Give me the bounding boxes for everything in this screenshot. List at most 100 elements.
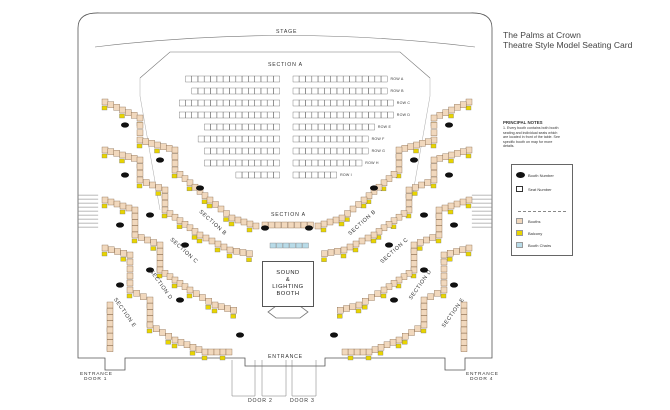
seat [343, 123, 350, 131]
balcony-seat [171, 343, 178, 349]
balcony-seat [126, 293, 133, 299]
seat [229, 147, 236, 155]
booth-marker [121, 122, 129, 128]
seat [210, 135, 217, 143]
booth-left-d [144, 236, 151, 244]
booth-left-e [126, 251, 134, 259]
booth-left-b [165, 145, 173, 152]
seat [179, 99, 186, 107]
seat [235, 135, 243, 143]
booth-right-e [420, 315, 428, 322]
booth-left-c [107, 148, 115, 155]
seat [311, 159, 319, 167]
booth-left-c [149, 181, 156, 189]
seat [349, 147, 356, 155]
booth-left-e [146, 315, 154, 322]
seat [229, 135, 236, 143]
booth-right-c [385, 221, 393, 228]
seat [248, 111, 255, 119]
booth-marker [116, 282, 124, 288]
seat [260, 159, 268, 167]
booth-left-e [101, 244, 109, 252]
booth-left-d [113, 200, 121, 208]
booth-left-c [181, 221, 189, 228]
seat [362, 135, 369, 143]
balcony-seat [101, 203, 108, 209]
balcony-seat [370, 238, 377, 244]
booth-left-d [101, 196, 109, 204]
booth-right-d [374, 290, 381, 297]
balcony-seat [337, 314, 343, 319]
seat [311, 111, 319, 119]
booth-left-d [205, 298, 212, 305]
booth-left-e [133, 290, 140, 297]
seat [210, 75, 217, 83]
booth-right-d [362, 298, 369, 305]
booth-chair-center [269, 242, 277, 249]
booth-left-c [208, 237, 216, 245]
booth-left-c [226, 246, 234, 254]
booth-right-c [334, 248, 341, 255]
booth-right-f [460, 320, 468, 327]
seat [374, 75, 382, 83]
balcony-seat [395, 343, 402, 349]
seat [349, 159, 356, 167]
seat [254, 147, 261, 155]
booth-right-c [370, 231, 378, 239]
booth-left-d [131, 213, 139, 220]
booth-left-e [225, 348, 233, 356]
booth-right-b [419, 140, 426, 147]
seat [305, 87, 312, 95]
booth-left-c [161, 206, 169, 214]
booth-left-e [126, 272, 134, 280]
booth-right-c [418, 181, 425, 189]
booth-right-b [459, 101, 467, 108]
booth-right-e [440, 279, 448, 287]
seat [254, 159, 261, 167]
balcony-seat [165, 340, 171, 345]
entrance-door1-label: ENTRANCE DOOR 1 [80, 372, 113, 382]
seat [343, 147, 350, 155]
booth-right-b [385, 175, 393, 182]
booth-left-d [119, 202, 127, 210]
seat [311, 99, 319, 107]
booth-left-c [191, 228, 199, 235]
row-label: ROW C [396, 100, 411, 105]
seat [248, 171, 255, 179]
seat [292, 159, 300, 167]
booth-left-d [125, 204, 133, 212]
legend-item-booth-number: Booth Number [516, 171, 572, 181]
seat [336, 87, 344, 95]
seat [260, 135, 268, 143]
seat [254, 123, 261, 131]
seat [318, 123, 325, 131]
booth-left-e [108, 246, 115, 253]
balcony-seat [186, 186, 193, 192]
booth-left-b [171, 160, 179, 167]
balcony-seat [201, 355, 208, 361]
booth-left-b [136, 136, 144, 144]
seat [248, 147, 255, 155]
seat [185, 111, 192, 119]
balcony-swatch [516, 230, 523, 236]
booth-left-c [136, 163, 144, 170]
seat [343, 111, 350, 119]
seat [299, 111, 306, 119]
seat [311, 87, 319, 95]
seat [299, 171, 306, 179]
booth-right-b [430, 136, 438, 144]
booth-left-d [156, 248, 164, 255]
seat [242, 99, 249, 107]
balcony-seat [211, 308, 218, 314]
booth-right-d [349, 303, 356, 310]
booth-left-e [171, 336, 179, 344]
balcony-seat [136, 183, 143, 189]
booth-right-b [436, 112, 444, 119]
seat [273, 111, 280, 119]
seat [324, 99, 331, 107]
booth-right-c [430, 176, 438, 184]
entrance-door4-label: ENTRANCE DOOR 4 [466, 372, 499, 382]
seat [299, 123, 306, 131]
seat [235, 111, 243, 119]
seat [267, 135, 274, 143]
